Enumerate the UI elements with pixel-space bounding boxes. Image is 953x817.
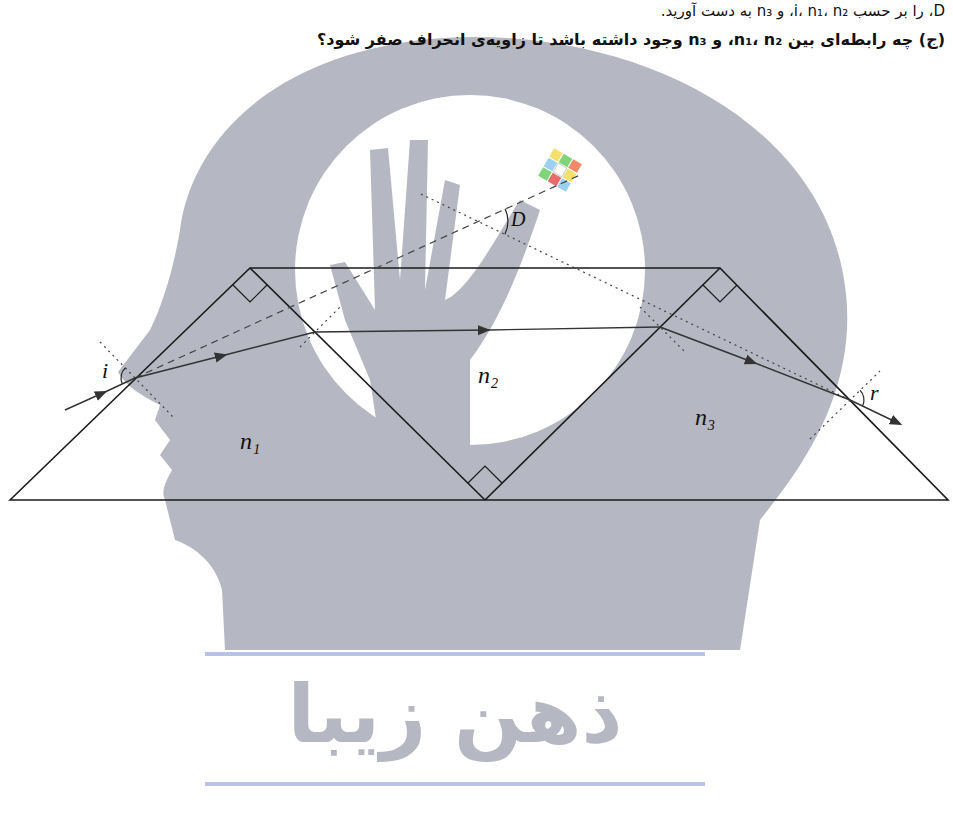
angle-arc <box>121 209 864 406</box>
construction-lines <box>100 175 880 439</box>
light-ray <box>65 327 900 424</box>
prism-outline <box>10 268 948 500</box>
question-text: (ج) چه رابطه‌ای بین n₁، n₂، و n₃ وجود دا… <box>317 30 945 49</box>
index-label: n₂ <box>478 362 498 389</box>
angle-label: r <box>870 380 879 406</box>
angle-label: i <box>102 358 108 384</box>
watermark-logo <box>118 37 847 786</box>
index-label: n₁ <box>240 428 260 455</box>
watermark-text: ذهن زیبا <box>205 668 705 761</box>
index-label: n₃ <box>695 404 715 431</box>
angle-label: D <box>511 208 525 231</box>
question-text: D، را بر حسب i، n₁، n₂، و n₃ به دست آوری… <box>661 2 945 20</box>
